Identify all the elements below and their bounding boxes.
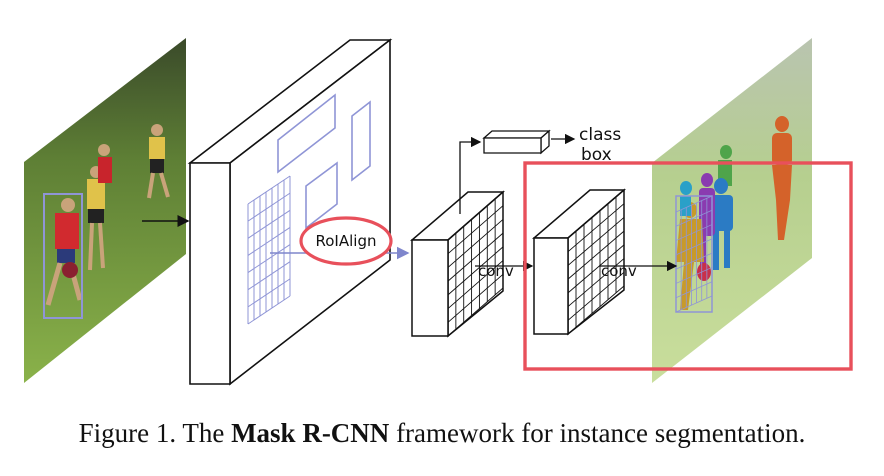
grid-line — [247, 227, 291, 256]
figure-caption: Figure 1. The Mask R-CNN framework for i… — [0, 418, 884, 449]
caption-bold: Mask R-CNN — [231, 418, 390, 448]
grid-line — [447, 191, 504, 241]
grid-line — [447, 260, 504, 309]
roialign-highlight — [299, 216, 393, 266]
grid-line — [447, 273, 504, 323]
grid-line — [567, 189, 625, 239]
block-2-grid — [567, 189, 625, 335]
grid-line — [247, 261, 291, 291]
grid-line — [567, 230, 625, 280]
feature-map — [187, 38, 393, 386]
grid-line — [247, 278, 291, 308]
grid-line — [567, 244, 625, 294]
grid-line — [675, 281, 713, 299]
mask-branch-highlight — [523, 161, 853, 371]
class-label: class — [579, 125, 621, 145]
grid-line — [447, 219, 504, 268]
grid-line — [447, 287, 504, 337]
caption-prefix: Figure 1. The — [78, 418, 232, 448]
grid-line — [567, 203, 625, 253]
roi-grid — [247, 175, 291, 325]
conv-label-2: conv — [601, 262, 637, 280]
class-box-head — [482, 129, 551, 155]
input-image — [24, 38, 186, 383]
roi-proposals — [277, 93, 371, 230]
grid-line — [247, 295, 291, 325]
players-left — [45, 124, 170, 306]
grid-line — [675, 252, 713, 270]
grid-line — [567, 271, 625, 321]
grid-line — [247, 192, 291, 222]
output-mask-grid — [675, 195, 713, 313]
conv-label-1: conv — [478, 262, 514, 280]
output-image — [652, 38, 812, 383]
mask-rcnn-diagram: RoIAlign class box conv — [24, 38, 853, 386]
grid-line — [675, 295, 713, 313]
roialign-label: RoIAlign — [316, 232, 377, 250]
caption-suffix: framework for instance segmentation. — [389, 418, 806, 448]
grid-line — [675, 224, 713, 241]
box-label: box — [581, 145, 612, 165]
grid-line — [447, 205, 504, 255]
grid-line — [447, 232, 504, 282]
block-1-grid — [447, 191, 504, 337]
grid-line — [675, 195, 713, 213]
grid-line — [567, 217, 625, 266]
grid-line — [567, 285, 625, 335]
grid-line — [247, 244, 291, 273]
grid-line — [247, 175, 291, 205]
grid-line — [447, 246, 504, 296]
grid-line — [675, 267, 713, 284]
grid-line — [675, 209, 713, 227]
grid-line — [247, 209, 291, 239]
grid-line — [675, 238, 713, 256]
